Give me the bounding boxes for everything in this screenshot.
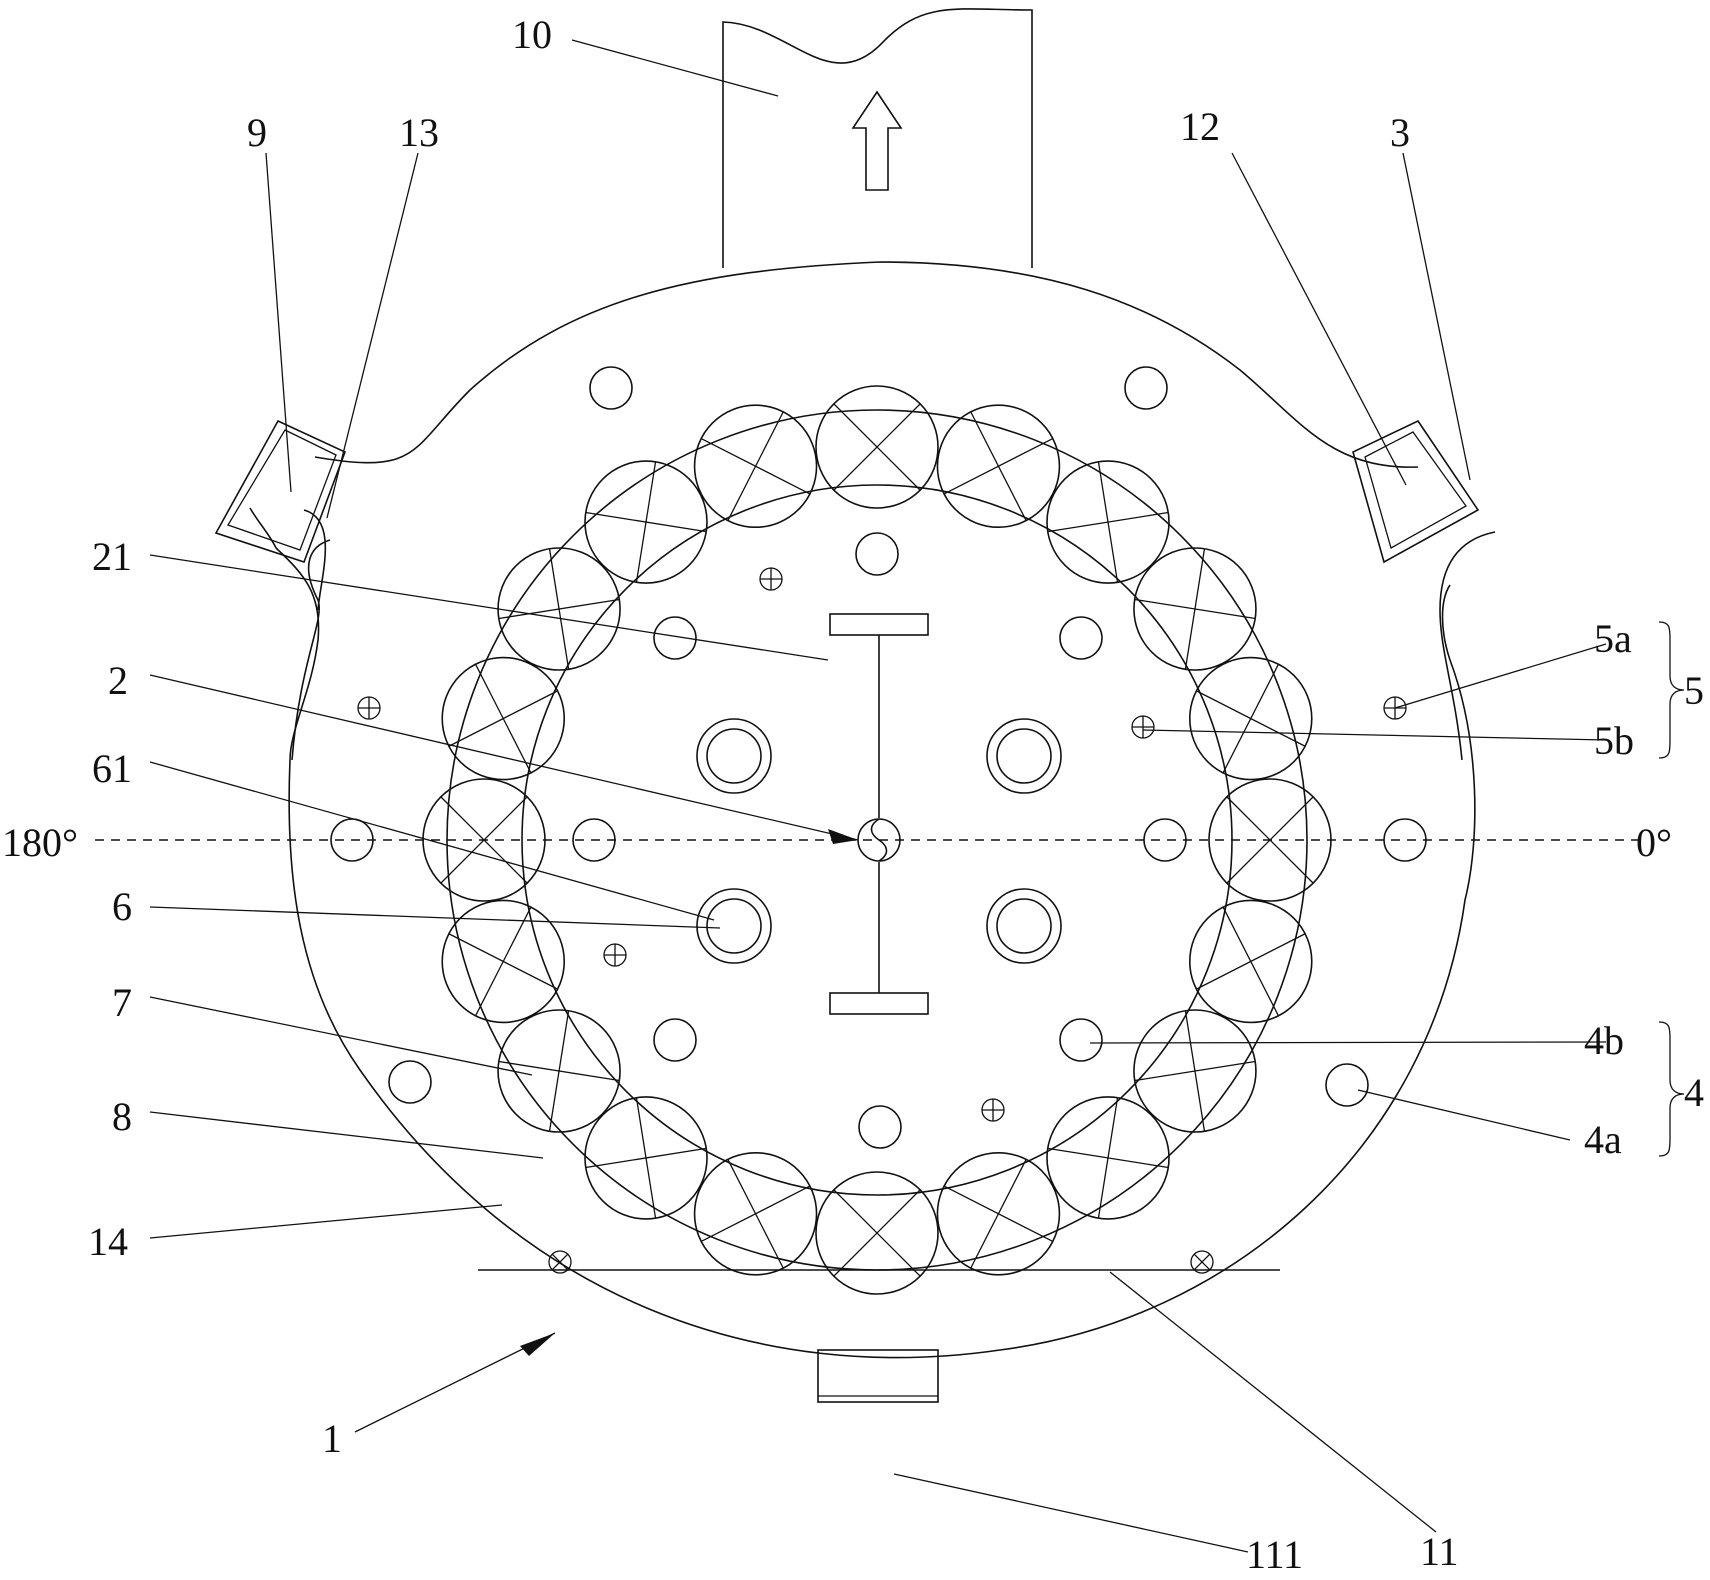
hole-61 <box>696 888 772 964</box>
hole <box>572 818 616 862</box>
ring-valve <box>1046 460 1170 584</box>
label-61: 61 <box>92 746 132 791</box>
label-2: 2 <box>108 658 128 703</box>
hole <box>1383 818 1427 862</box>
label-14: 14 <box>88 1219 128 1264</box>
label-5a: 5a <box>1594 616 1632 661</box>
ring-valve <box>936 404 1061 529</box>
drain-stub <box>817 1349 939 1403</box>
label-7: 7 <box>112 980 132 1025</box>
ring-valve <box>936 1151 1061 1276</box>
screw-icon <box>548 1250 572 1274</box>
hole <box>1124 366 1168 410</box>
hole-4b <box>1059 1018 1103 1062</box>
center-shaft <box>829 613 929 1015</box>
ring-valve <box>1188 899 1313 1024</box>
exhaust-pipe <box>722 8 1033 268</box>
label-10: 10 <box>512 12 552 57</box>
screw-icon <box>357 696 381 720</box>
ring-valve <box>693 1151 818 1276</box>
label-21: 21 <box>92 534 132 579</box>
arrowhead-1 <box>520 1333 555 1356</box>
port-9-inner <box>227 429 337 551</box>
label-11: 11 <box>1420 1529 1459 1574</box>
label-9: 9 <box>247 110 267 155</box>
ring-valve <box>584 1096 708 1220</box>
label-6: 6 <box>112 884 132 929</box>
ring-valve <box>815 385 939 509</box>
ring-valve <box>441 899 566 1024</box>
screw-icon <box>981 1098 1005 1122</box>
brace-4 <box>1658 1021 1685 1157</box>
hole <box>589 366 633 410</box>
label-13: 13 <box>399 110 439 155</box>
label-4b: 4b <box>1584 1018 1624 1063</box>
screw-icon <box>759 567 783 591</box>
port-3-inner <box>1364 431 1467 549</box>
label-12: 12 <box>1180 104 1220 149</box>
label-0-deg: 0° <box>1636 820 1672 865</box>
ring-valve <box>693 404 818 529</box>
ring-valve <box>441 656 566 781</box>
ring-valve <box>497 1009 621 1133</box>
label-5: 5 <box>1684 668 1704 713</box>
hole <box>855 532 899 576</box>
flow-arrow-icon <box>851 90 903 191</box>
ring-valve <box>815 1171 939 1295</box>
label-4: 4 <box>1684 1070 1704 1115</box>
label-4a: 4a <box>1584 1117 1622 1162</box>
housing-outline <box>249 261 1476 1359</box>
ring-valves <box>422 385 1332 1295</box>
hole-4a <box>1325 1063 1369 1107</box>
hole <box>653 1018 697 1062</box>
label-5b: 5b <box>1594 718 1634 763</box>
port-9 <box>214 419 347 564</box>
screw-icon <box>603 943 627 967</box>
ring-valve <box>497 547 621 671</box>
housing-left-shoulder <box>275 547 320 761</box>
hole <box>653 616 697 660</box>
screw-icon <box>1131 715 1155 739</box>
ring-valve <box>1188 656 1313 781</box>
bracket-bottom <box>829 992 929 1015</box>
housing-right-shoulder <box>1439 531 1496 761</box>
screws <box>357 567 1407 1274</box>
label-3: 3 <box>1390 110 1410 155</box>
ring-valve <box>584 460 708 584</box>
hole <box>1059 616 1103 660</box>
brace-5 <box>1658 621 1685 759</box>
label-180-deg: 180° <box>2 820 78 865</box>
port-3 <box>1352 419 1480 564</box>
ring-valve <box>1046 1096 1170 1220</box>
arrowhead-2 <box>828 829 858 844</box>
screw-icon <box>1190 1250 1214 1274</box>
hole <box>388 1060 432 1104</box>
bracket-21 <box>829 613 929 636</box>
hole <box>858 1105 902 1149</box>
label-111: 111 <box>1246 1532 1303 1575</box>
ring-valve <box>1133 547 1257 671</box>
label-1: 1 <box>322 1416 342 1461</box>
ring-valve <box>1133 1009 1257 1133</box>
hole-6 <box>706 898 762 954</box>
leader-lines <box>149 39 1607 1553</box>
label-8: 8 <box>112 1094 132 1139</box>
hole <box>1143 818 1187 862</box>
double-ring-holes <box>696 718 1062 964</box>
